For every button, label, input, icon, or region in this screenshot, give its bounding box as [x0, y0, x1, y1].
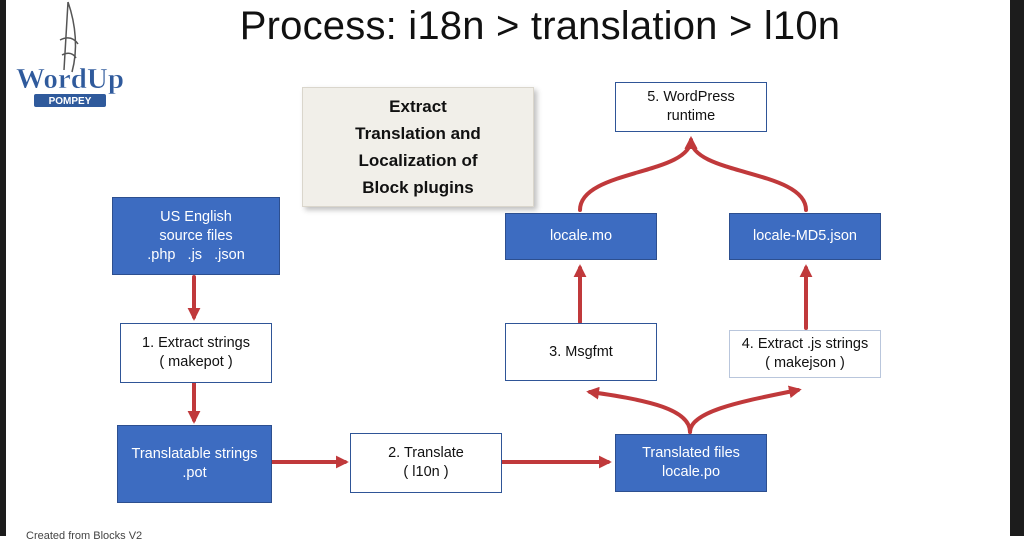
- node-locale-mo: locale.mo: [505, 213, 657, 260]
- node-label: 5. WordPress: [647, 89, 735, 105]
- node-label: runtime: [666, 108, 716, 124]
- node-label: source files: [159, 227, 233, 244]
- node-label: ( makejson ): [765, 355, 845, 371]
- node-label: Translated files: [642, 445, 740, 461]
- node-translate: 2. Translate ( l10n ): [350, 433, 502, 493]
- arrow-json-to-runtime: [684, 136, 808, 212]
- callout-line: Block plugins: [362, 178, 474, 197]
- node-label: ( makepot ): [159, 354, 233, 370]
- logo-word: WordUp: [16, 63, 124, 95]
- node-label: 1. Extract strings: [142, 335, 250, 351]
- node-label: ( l10n ): [403, 464, 449, 480]
- node-label: locale.mo: [549, 228, 613, 244]
- node-label: .php .js .json: [147, 246, 245, 263]
- node-msgfmt: 3. Msgfmt: [505, 323, 657, 381]
- node-label: .pot: [182, 465, 207, 481]
- node-label: locale-MD5.json: [753, 228, 857, 244]
- arrow-po-to-makejson: [688, 385, 802, 434]
- node-source-files: US English source files .php .js .json: [112, 197, 280, 275]
- node-translated-files: Translated files locale.po: [615, 434, 767, 492]
- footer-caption: Created from Blocks V2: [26, 530, 143, 542]
- node-label: 4. Extract .js strings: [741, 336, 869, 352]
- callout-extract-translation: Extract Translation and Localization of …: [302, 87, 534, 207]
- node-label: 2. Translate: [388, 445, 464, 461]
- node-label: 3. Msgfmt: [549, 343, 613, 360]
- node-label: locale.po: [661, 464, 721, 480]
- page-title: Process: i18n > translation > l10n: [239, 4, 841, 48]
- node-locale-md5-json: locale-MD5.json: [729, 213, 881, 260]
- logo-sub: POMPEY: [49, 96, 92, 107]
- node-extract-js-strings: 4. Extract .js strings ( makejson ): [729, 330, 881, 378]
- node-label: US English: [160, 208, 232, 225]
- left-frame-edge: [0, 0, 6, 536]
- node-label: Translatable strings: [131, 446, 258, 462]
- node-extract-strings: 1. Extract strings ( makepot ): [120, 323, 272, 383]
- arrow-po-to-msgfmt: [586, 386, 692, 434]
- node-wordpress-runtime: 5. WordPress runtime: [615, 82, 767, 132]
- wordup-logo: WordUp POMPEY: [10, 0, 130, 112]
- node-translatable-strings: Translatable strings .pot: [117, 425, 272, 503]
- callout-line: Extract: [389, 97, 447, 116]
- arrow-mo-to-runtime: [578, 136, 698, 212]
- right-frame-edge: [1010, 0, 1024, 536]
- callout-line: Translation and: [355, 124, 481, 143]
- callout-line: Localization of: [358, 151, 478, 170]
